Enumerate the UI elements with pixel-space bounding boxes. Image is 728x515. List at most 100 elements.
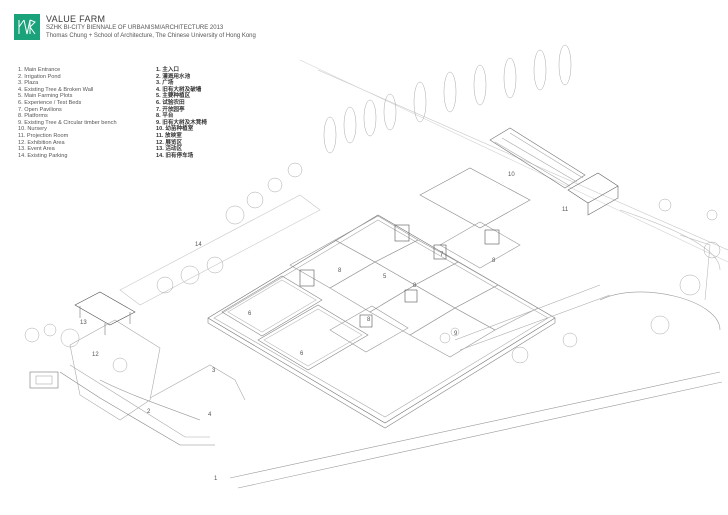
irrigation-pond <box>99 379 201 421</box>
plan-label-12: 12 <box>92 352 99 358</box>
tree <box>43 323 57 337</box>
plot-6b-inner <box>263 308 363 367</box>
tree <box>383 93 397 131</box>
plot-6a-inner <box>227 279 317 333</box>
road <box>679 234 711 301</box>
plot <box>329 305 409 353</box>
event-shelter <box>74 291 136 326</box>
tree <box>206 256 224 274</box>
pavilion <box>299 269 315 287</box>
tree <box>450 327 460 337</box>
tree <box>225 205 245 225</box>
plot <box>369 284 456 336</box>
plan-label-3: 3 <box>212 368 216 374</box>
tree <box>473 64 487 106</box>
tree <box>112 357 128 373</box>
pavilion <box>433 244 447 260</box>
plan-label-1: 1 <box>214 476 218 482</box>
credits: Thomas Chung + School of Architecture, T… <box>46 33 256 39</box>
title-block: VALUE FARM SZHK BI-CITY BIENNALE OF URBA… <box>46 14 256 40</box>
plot <box>439 221 521 269</box>
legend-item: 9. Existing Tree & Circular timber bench… <box>18 119 207 126</box>
plot <box>374 239 459 286</box>
upper-terrace <box>419 167 531 229</box>
nursery-greenhouse <box>489 127 586 189</box>
plot <box>334 215 419 263</box>
tree <box>706 209 718 221</box>
tree <box>650 315 670 335</box>
tree <box>323 116 337 154</box>
projection-room-wall <box>587 186 619 216</box>
tree <box>246 191 264 209</box>
plot <box>454 284 539 331</box>
tree <box>503 57 517 99</box>
curved-road <box>599 291 721 331</box>
perimeter-line <box>299 59 728 263</box>
pavilion <box>394 224 410 242</box>
plan-label-8b: 8 <box>413 283 417 289</box>
plan-label-8c: 8 <box>367 317 371 323</box>
parking-lot <box>119 194 321 306</box>
plan-label-8a: 8 <box>338 268 342 274</box>
perimeter-line <box>317 69 728 251</box>
tree <box>679 274 701 296</box>
tree <box>24 327 40 343</box>
page-title: VALUE FARM <box>46 14 106 24</box>
plot <box>329 261 416 313</box>
plan-label-10: 10 <box>508 172 515 178</box>
tree <box>658 198 672 212</box>
page-subtitle: SZHK BI-CITY BIENNALE OF URBANISM/ARCHIT… <box>46 25 224 31</box>
road-edge <box>229 371 721 479</box>
plot-6a <box>221 275 323 337</box>
tree <box>156 276 174 294</box>
tree <box>511 346 529 364</box>
tree <box>180 265 200 285</box>
pavilion <box>359 314 373 328</box>
plan-label-9: 9 <box>454 331 458 337</box>
plan-label-13: 13 <box>80 320 87 326</box>
tree <box>703 241 721 259</box>
plot <box>414 261 499 309</box>
road-edge <box>237 381 723 489</box>
tree <box>343 106 357 144</box>
curved-road <box>619 209 721 271</box>
plan-label-8d: 8 <box>492 258 496 264</box>
farm-platform <box>207 214 556 424</box>
plan-label-11: 11 <box>562 207 569 213</box>
tree <box>60 328 80 348</box>
plan-label-6a: 6 <box>248 311 252 317</box>
plan-label-4: 4 <box>208 412 212 418</box>
tree <box>287 162 303 178</box>
entrance-path <box>69 364 210 438</box>
plan-label-6b: 6 <box>300 351 304 357</box>
plan-label-14: 14 <box>195 242 202 248</box>
greenhouse-ribs <box>494 132 584 187</box>
plot-6b <box>257 304 369 371</box>
exhibition-box-inner <box>35 375 53 385</box>
tree <box>363 99 377 137</box>
tree <box>267 177 283 193</box>
tree <box>562 332 578 348</box>
vf-monogram-icon <box>14 14 40 40</box>
pavilion <box>404 289 418 303</box>
entrance-path <box>59 371 215 446</box>
tree <box>533 49 547 91</box>
shelter-posts <box>79 306 131 335</box>
tree <box>413 81 427 123</box>
plaza-area <box>69 319 161 421</box>
tree <box>443 71 457 113</box>
